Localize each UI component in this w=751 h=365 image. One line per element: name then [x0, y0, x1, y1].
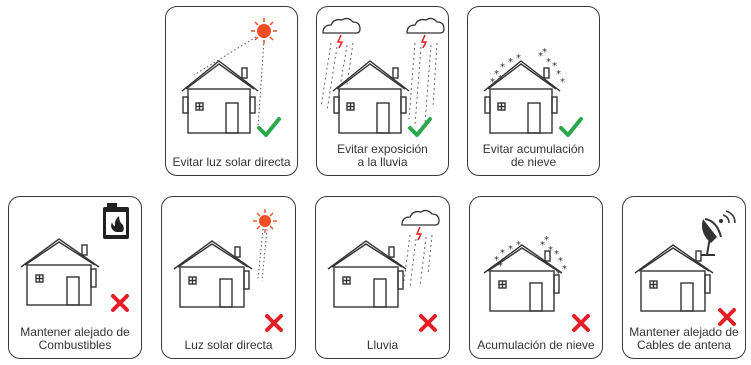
caption: Lluvia [316, 339, 449, 352]
svg-text:*: * [490, 77, 495, 88]
cross-icon [265, 314, 283, 332]
house-icon [173, 240, 253, 308]
svg-text:*: * [546, 57, 551, 68]
panel-snow: **** **** **** Acumulación de nieve [469, 196, 603, 359]
svg-text:*: * [508, 57, 513, 68]
svg-text:*: * [500, 248, 505, 259]
caption-line: de nieve [510, 155, 557, 169]
svg-text:*: * [538, 51, 543, 62]
flammable-icon [103, 203, 129, 239]
svg-text:*: * [540, 240, 545, 251]
caption-line: Acumulación de nieve [477, 338, 595, 352]
svg-text:*: * [542, 47, 547, 58]
house-icon [483, 60, 561, 134]
caption: Mantener alejado de Cables de antena [623, 326, 745, 352]
scene-snow: **** **** **** [483, 47, 583, 137]
scene-antenna [634, 210, 736, 326]
panel-antenna: Mantener alejado de Cables de antena [622, 196, 746, 359]
scene-rain-bad [327, 209, 440, 332]
cross-icon [572, 314, 590, 332]
checkmark-icon [559, 117, 583, 137]
svg-text:*: * [558, 256, 563, 267]
caption-line: Mantener alejado de [20, 325, 130, 339]
caption: Luz solar directa [162, 339, 295, 352]
cross-icon [419, 314, 437, 332]
svg-text:*: * [560, 77, 565, 88]
svg-text:*: * [544, 235, 549, 246]
house-icon [634, 244, 714, 312]
svg-text:*: * [494, 255, 499, 266]
scene-sun-bad [173, 209, 283, 332]
caption-line: Luz solar directa [184, 338, 273, 352]
caption: Acumulación de nieve [470, 339, 602, 352]
scene-snow-bad: **** **** **** [483, 235, 590, 332]
caption-line: Evitar exposición [337, 142, 428, 156]
satellite-dish-icon [701, 210, 736, 256]
cross-icon [718, 308, 736, 326]
panel-avoid-snow: **** **** **** Evitar acumulación de nie… [467, 6, 600, 176]
checkmark-icon [257, 117, 281, 137]
house-icon [20, 238, 100, 306]
caption-line: Mantener alejado de [629, 325, 739, 339]
caption-line: Evitar acumulación [482, 142, 585, 156]
caption: Evitar acumulación de nieve [468, 143, 599, 169]
caption: Mantener alejado de Combustibles [9, 326, 141, 352]
caption: Evitar exposición a la lluvia [317, 143, 448, 169]
panel-rain: Lluvia [315, 196, 450, 359]
svg-text:*: * [556, 69, 561, 80]
cloud-rain-icon [401, 209, 440, 288]
panel-sun: Luz solar directa [161, 196, 296, 359]
cross-icon [111, 294, 129, 312]
scene-fuel [20, 203, 129, 312]
house-icon [181, 60, 259, 134]
svg-text:*: * [498, 261, 503, 272]
caption-line: a la lluvia [357, 155, 408, 169]
svg-text:*: * [508, 244, 513, 255]
svg-text:*: * [554, 249, 559, 260]
caption-line: Cables de antena [636, 338, 732, 352]
panel-fuel: Mantener alejado de Combustibles [8, 196, 142, 359]
caption-line: Lluvia [366, 338, 399, 352]
scene-sun [181, 18, 281, 137]
svg-text:*: * [516, 53, 521, 64]
house-icon [483, 244, 563, 312]
sun-icon [251, 18, 277, 44]
sun-icon [253, 209, 277, 233]
snowflakes-icon: **** **** **** [490, 47, 565, 88]
svg-text:*: * [552, 61, 557, 72]
caption-line: Combustibles [38, 338, 112, 352]
house-icon [332, 60, 410, 134]
svg-text:*: * [562, 264, 567, 275]
panel-avoid-rain: Evitar exposición a la lluvia [316, 6, 449, 176]
svg-text:*: * [494, 69, 499, 80]
checkmark-icon [408, 117, 432, 137]
svg-text:*: * [500, 62, 505, 73]
panel-avoid-sun: Evitar luz solar directa [165, 6, 298, 176]
caption-line: Evitar luz solar directa [172, 155, 291, 169]
caption: Evitar luz solar directa [166, 156, 297, 169]
house-icon [327, 240, 407, 308]
scene-rain [320, 17, 445, 137]
svg-text:*: * [516, 240, 521, 251]
